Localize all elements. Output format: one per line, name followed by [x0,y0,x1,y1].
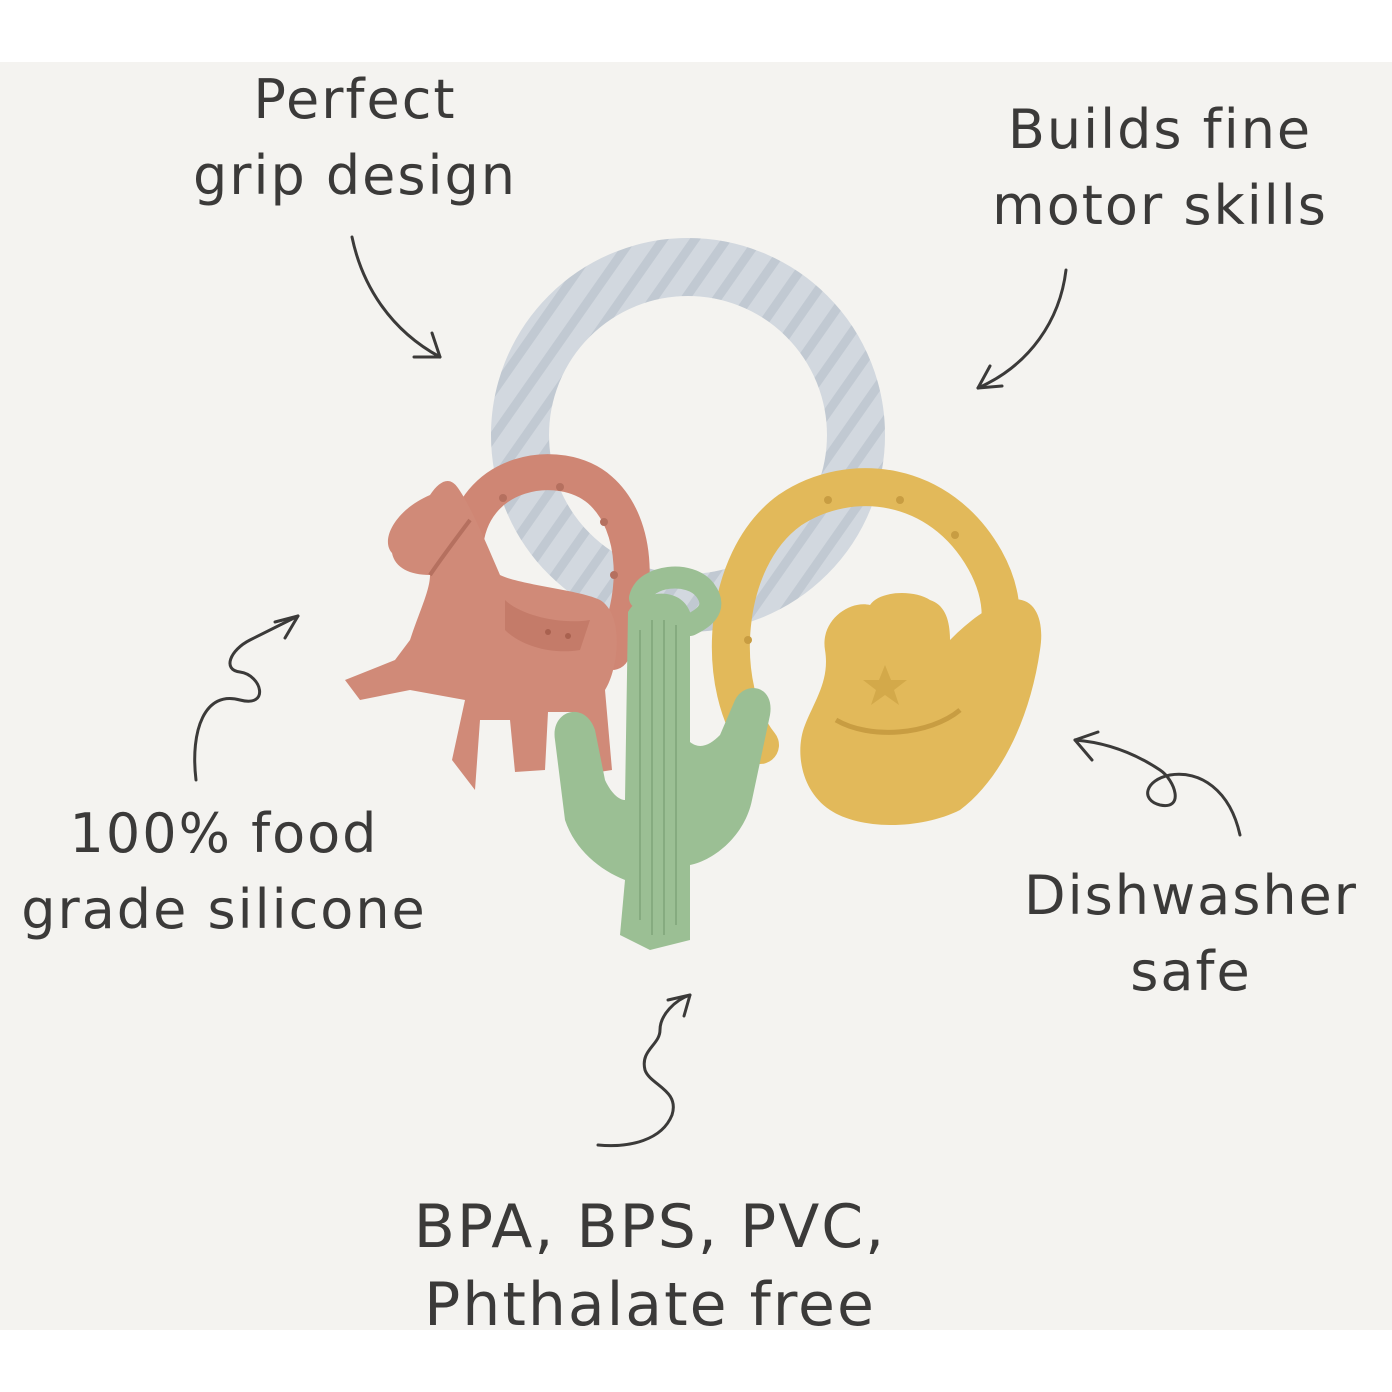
callout-motor-skills: Builds fine motor skills [950,92,1370,244]
cactus-charm [554,566,771,950]
cowboy-hat-charm [711,468,1042,825]
arrow-to-cactus [596,993,692,1148]
callout-materials-line2: Phthalate free [424,1270,876,1340]
callout-grip-line2: grip design [192,144,518,207]
callout-dishwasher-line2: safe [1130,940,1252,1003]
callout-dishwasher-safe: Dishwasher safe [990,858,1392,1010]
callout-materials-free: BPA, BPS, PVC, Phthalate free [380,1188,920,1344]
callout-dishwasher-line1: Dishwasher [1024,864,1358,927]
arrow-to-grip [350,235,442,359]
arrow-to-hat [1073,730,1242,837]
callout-materials-line1: BPA, BPS, PVC, [413,1192,887,1262]
callout-food-grade-silicone: 100% food grade silicone [0,796,448,948]
callout-silicone-line1: 100% food [69,802,379,865]
arrow-to-horse [193,614,300,782]
callout-silicone-line2: grade silicone [21,878,427,941]
callout-grip-design: Perfect grip design [160,62,550,214]
callout-motor-line1: Builds fine [1007,98,1313,161]
horse-charm [345,480,617,790]
callout-motor-line2: motor skills [992,174,1328,237]
callout-grip-line1: Perfect [253,68,457,131]
arrow-to-motor [976,268,1068,390]
rope-ring [491,238,885,632]
